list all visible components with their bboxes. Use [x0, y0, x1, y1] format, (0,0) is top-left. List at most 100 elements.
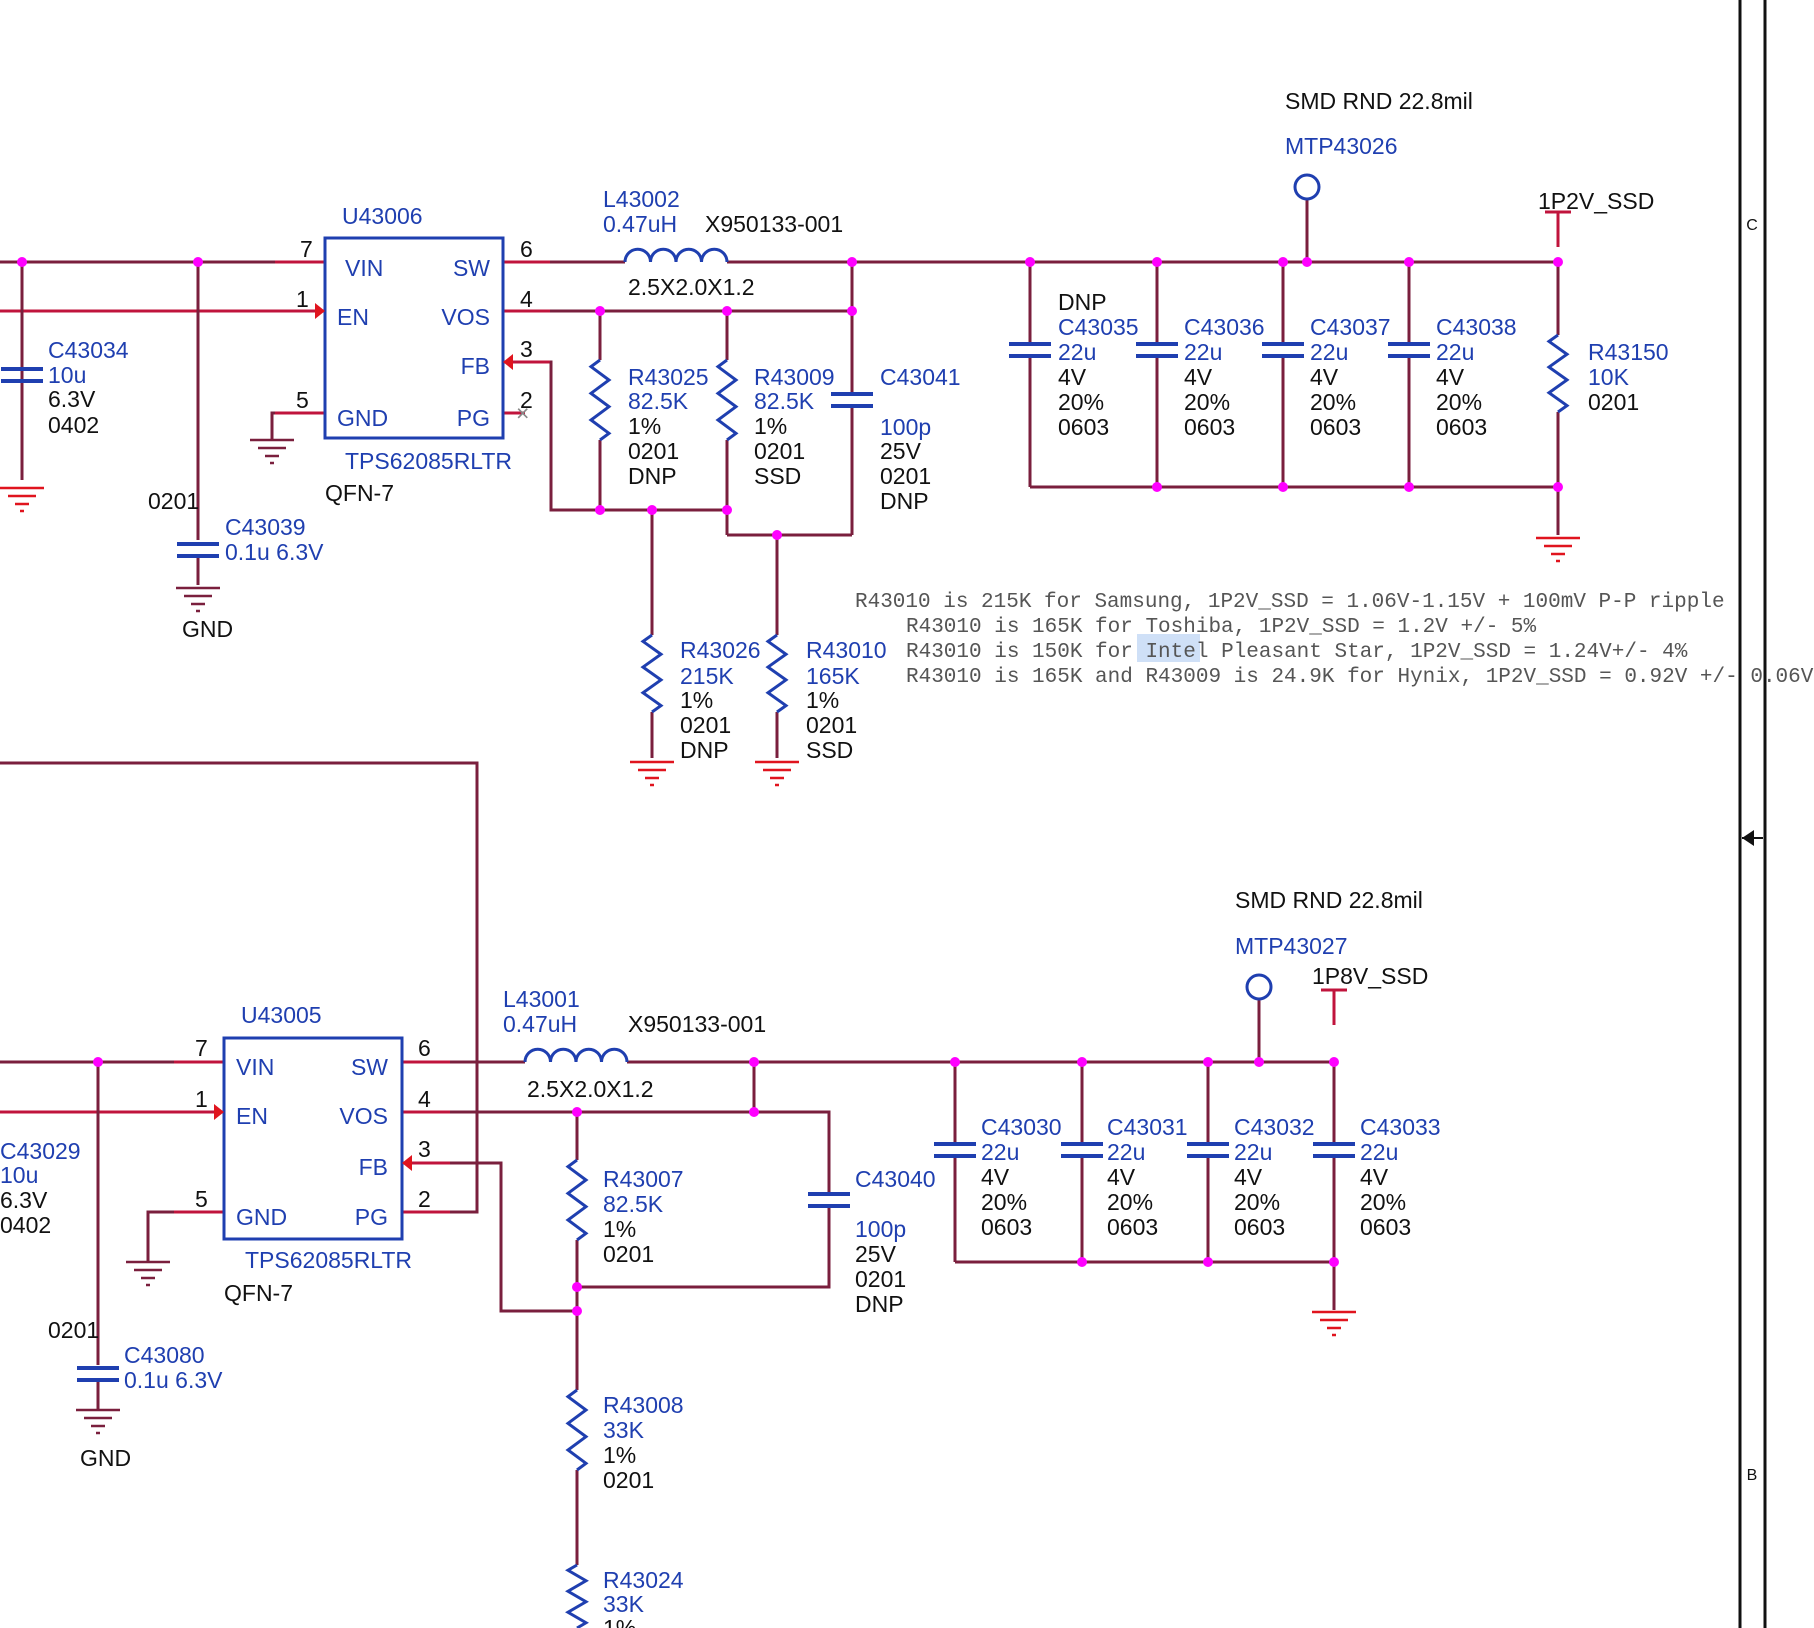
res-value: 33K [603, 1417, 645, 1443]
pin-number: 7 [195, 1035, 208, 1061]
res-size: 0201 [628, 438, 679, 464]
cap-c43031 [1061, 1142, 1103, 1158]
junction-dot [722, 505, 732, 515]
rail-1p8v-icon [1321, 988, 1347, 1025]
ground-icon [250, 438, 294, 465]
cap-voltage: 6.3V [0, 1187, 48, 1213]
junction-dot [1152, 482, 1162, 492]
cap-ref: C43030 [981, 1114, 1062, 1140]
rail-label: 1P2V_SSD [1538, 188, 1654, 214]
inductor-pn: X950133-001 [628, 1011, 766, 1037]
res-tol: 1% [806, 687, 839, 713]
cap-value: 22u [1436, 339, 1474, 365]
resistor-r43009 [715, 358, 739, 442]
res-note: DNP [680, 737, 729, 763]
cap-ref: C43034 [48, 337, 129, 363]
cap-voltage: 4V [1234, 1164, 1263, 1190]
zone-label-c: C [1746, 217, 1758, 234]
pin-arrow-icon [214, 1104, 224, 1120]
cap-voltage: 4V [1184, 364, 1213, 390]
resistor-r43008 [565, 1388, 589, 1472]
res-value: 165K [806, 663, 860, 689]
cap-c43080 [77, 1366, 119, 1382]
ic-body-u43006 [323, 236, 505, 440]
note-segment: Intel [1145, 641, 1208, 664]
pin-arrow-icon [503, 354, 513, 370]
resistor-r43007 [565, 1158, 589, 1242]
cap-c43036 [1136, 342, 1178, 358]
smd-label: SMD RND 22.8mil [1235, 887, 1423, 913]
junction-dot [1404, 482, 1414, 492]
wires [0, 199, 1560, 1565]
resistor-r43010 [765, 633, 789, 714]
pin-name: FB [359, 1154, 388, 1180]
res-tol: 1% [628, 413, 661, 439]
cap-c43039 [177, 542, 219, 558]
note-line: R43010 is 165K and R43009 is 24.9K for H… [906, 666, 1814, 689]
resistor-r43025 [588, 358, 612, 442]
pin-number: 3 [418, 1136, 431, 1162]
res-value: 215K [680, 663, 734, 689]
cap-c43030 [934, 1142, 976, 1158]
cap-size: 0603 [1436, 414, 1487, 440]
cap-c43041 [831, 392, 873, 408]
pin-arrow-icon [402, 1155, 412, 1171]
cap-tol: 20% [981, 1189, 1027, 1215]
res-tol: 1% [603, 1442, 636, 1468]
note-line: R43010 is 215K for Samsung, 1P2V_SSD = 1… [855, 591, 1725, 614]
inductor-ref: L43001 [503, 986, 580, 1012]
note-line: R43010 is 165K for Toshiba, 1P2V_SSD = 1… [906, 616, 1537, 639]
pin-number: 5 [195, 1186, 208, 1212]
cap-tol: 20% [1058, 389, 1104, 415]
pin-name: EN [337, 304, 369, 330]
res-note: SSD [754, 463, 801, 489]
cap-voltage: 25V [880, 438, 922, 464]
cap-value: 100p [855, 1216, 906, 1242]
cap-size: 0201 [855, 1266, 906, 1292]
cap-size: 0603 [1184, 414, 1235, 440]
pin-name: VOS [339, 1103, 388, 1129]
cap-voltage: 4V [1107, 1164, 1136, 1190]
inductor-size: 2.5X2.0X1.2 [527, 1076, 654, 1102]
res-size: 0201 [1588, 389, 1639, 415]
junction-dot [572, 1282, 582, 1292]
rail-label: 1P8V_SSD [1312, 963, 1428, 989]
note-line: R43010 is 150K for Intel Pleasant Star, … [906, 641, 1688, 664]
pin-name: GND [236, 1204, 287, 1230]
pin-number: 6 [520, 236, 533, 262]
inductor-ref: L43002 [603, 186, 680, 212]
zone-label-b: B [1747, 1467, 1758, 1484]
labels: U43006VINENGNDSWVOSFBPG7156432TPS62085RL… [0, 88, 1814, 1628]
cap-ref: C43038 [1436, 314, 1517, 340]
cap-value: 22u [1310, 339, 1348, 365]
resistor-r43150 [1546, 333, 1570, 414]
ic-ref: U43006 [342, 203, 423, 229]
junction-dot [847, 306, 857, 316]
cap-value: 0.1u 6.3V [124, 1367, 223, 1393]
junction-dot [1278, 482, 1288, 492]
ic-part: TPS62085RLTR [245, 1247, 412, 1273]
res-ref: R43008 [603, 1392, 684, 1418]
pin-number: 7 [300, 236, 313, 262]
pin-name: VIN [236, 1054, 274, 1080]
res-size: 0201 [603, 1467, 654, 1493]
wire-pg-loop [0, 761, 479, 1214]
cap-c43032 [1187, 1142, 1229, 1158]
cap-size: 0201 [48, 1317, 99, 1343]
junction-dot [1077, 1257, 1087, 1267]
text-highlight [1137, 634, 1200, 662]
test-point-mtp43027-icon [1245, 973, 1273, 1001]
cap-tol: 20% [1436, 389, 1482, 415]
junction-dot [1077, 1057, 1087, 1067]
cap-tol: 20% [1107, 1189, 1153, 1215]
pin-number: 1 [296, 286, 309, 312]
res-ref: R43024 [603, 1567, 684, 1593]
res-ref: R43025 [628, 364, 709, 390]
cap-size: 0402 [48, 412, 99, 438]
ic-ref: U43005 [241, 1002, 322, 1028]
cap-tol: 20% [1360, 1189, 1406, 1215]
cap-ref: C43033 [1360, 1114, 1441, 1140]
cap-voltage: 4V [1360, 1164, 1389, 1190]
junction-dot [722, 306, 732, 316]
